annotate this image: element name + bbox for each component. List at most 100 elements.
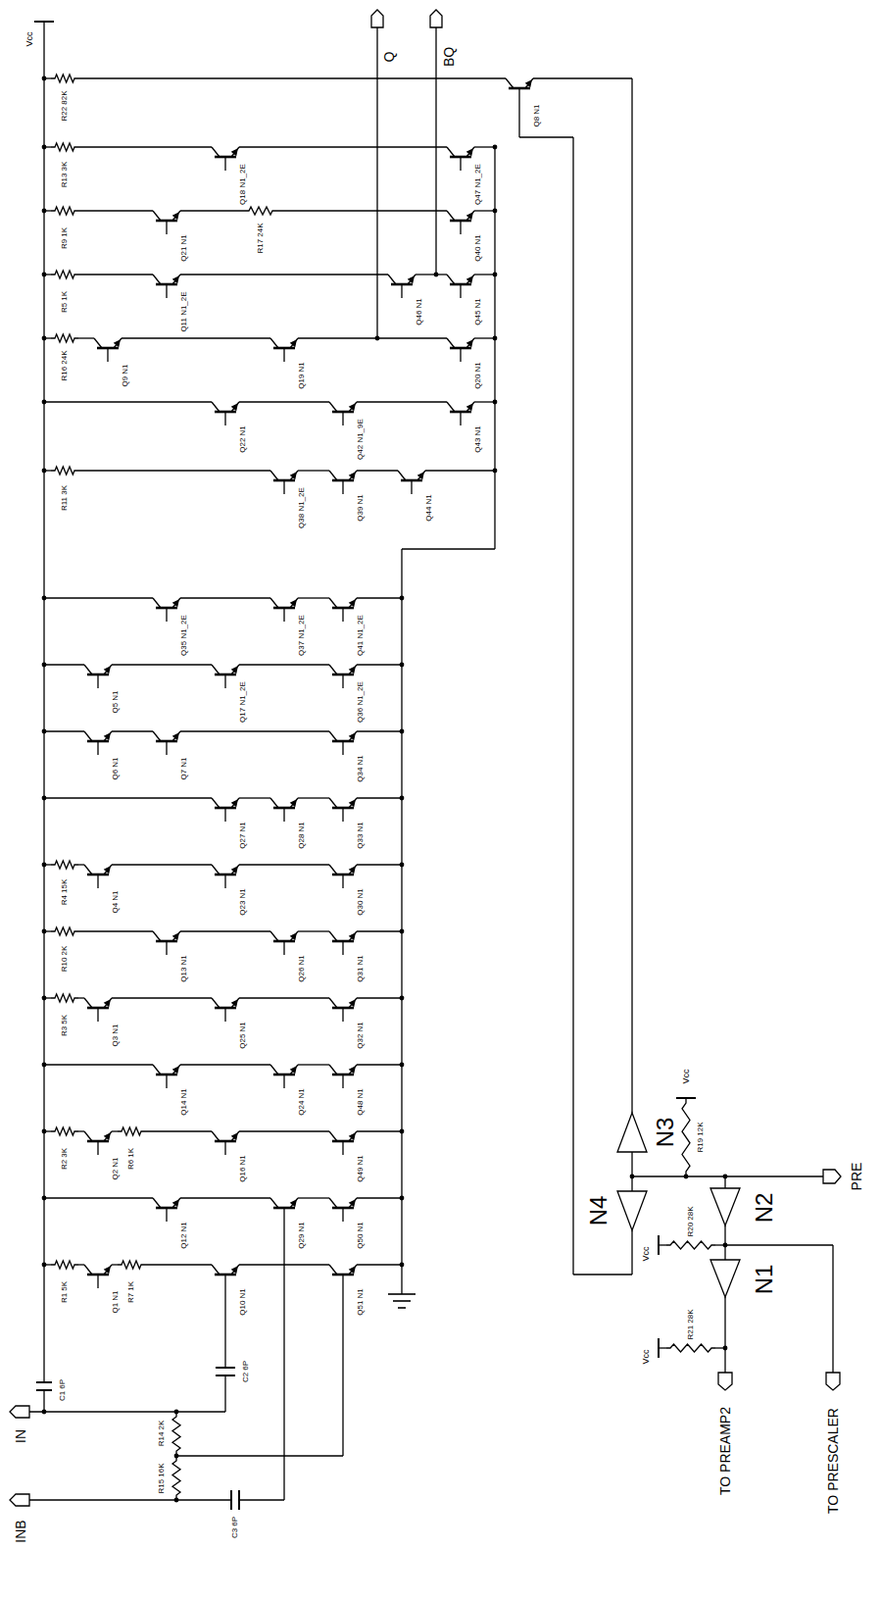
transistor-symbol <box>84 664 93 675</box>
transistor-arrow <box>173 1200 179 1206</box>
junction-dot <box>375 336 381 342</box>
transistor-symbol <box>290 930 298 941</box>
wire <box>224 1374 226 1412</box>
transistor-symbol <box>84 731 93 741</box>
transistor-symbol <box>211 664 220 675</box>
resistor-symbol <box>117 1126 146 1135</box>
transistor-symbol <box>283 607 285 622</box>
wire <box>631 1151 633 1176</box>
buffer-symbol <box>617 1190 647 1230</box>
resistor-label: R21 28K <box>686 1307 695 1340</box>
transistor-symbol <box>459 156 461 171</box>
transistor-symbol <box>165 1074 167 1088</box>
wire <box>78 1263 85 1265</box>
transistor-label: Q39 N1 <box>356 492 365 523</box>
transistor-symbol <box>348 864 357 875</box>
wire <box>224 1287 226 1368</box>
transistor-arrow <box>114 341 120 346</box>
transistor-symbol <box>459 347 461 362</box>
transistor-label: Q43 N1 <box>474 424 483 454</box>
wire <box>533 77 633 79</box>
transistor-symbol <box>103 997 112 1008</box>
wire <box>356 469 398 471</box>
transistor-arrow <box>349 734 355 739</box>
transistor-symbol <box>211 797 220 808</box>
transistor-symbol <box>348 731 357 741</box>
wire <box>239 146 447 147</box>
transistor-symbol <box>231 997 240 1008</box>
port-symbol <box>826 1371 840 1390</box>
transistor-symbol <box>466 338 475 348</box>
transistor-arrow <box>349 600 355 606</box>
transistor-arrow <box>104 1267 110 1273</box>
transistor-arrow <box>349 1000 355 1006</box>
transistor-symbol <box>329 664 338 675</box>
resistor-symbol <box>172 1411 181 1456</box>
transistor-symbol <box>231 1130 240 1141</box>
transistor-label: Q40 N1 <box>474 233 483 263</box>
wire <box>180 1063 271 1065</box>
transistor-arrow <box>232 1000 238 1006</box>
supply-label: Vcc <box>25 30 35 48</box>
transistor-symbol <box>172 274 181 285</box>
resistor-symbol <box>50 993 79 1002</box>
transistor-arrow <box>291 473 296 479</box>
transistor-label: Q31 N1 <box>356 953 365 983</box>
transistor-symbol <box>342 874 343 888</box>
wire <box>44 796 212 798</box>
wire <box>43 1389 45 1412</box>
transistor-symbol <box>342 1207 343 1222</box>
transistor-symbol <box>152 1064 161 1075</box>
junction-dot <box>492 272 498 278</box>
transistor-symbol <box>152 274 161 285</box>
transistor-label: Q50 N1 <box>356 1220 365 1250</box>
transistor-symbol <box>329 401 338 412</box>
transistor-symbol <box>152 210 161 221</box>
transistor-symbol <box>329 731 338 741</box>
wire <box>356 996 402 998</box>
transistor-label: Q38 N1_2E <box>297 486 306 530</box>
wire <box>78 996 85 998</box>
transistor-symbol <box>283 480 285 494</box>
transistor-label: Q21 N1 <box>180 233 189 263</box>
wire <box>356 1129 402 1131</box>
wire <box>78 863 85 865</box>
junction-dot <box>492 145 498 150</box>
transistor-label: Q23 N1 <box>239 886 247 917</box>
ground-symbol <box>397 1306 406 1309</box>
transistor-symbol <box>342 480 343 494</box>
transistor-arrow <box>173 933 179 939</box>
transistor-symbol <box>348 1264 357 1274</box>
wire <box>715 1346 726 1348</box>
buffer-symbol <box>710 1187 740 1225</box>
wire <box>356 1063 402 1065</box>
junction-dot <box>399 995 405 1001</box>
transistor-symbol <box>224 156 226 171</box>
wire <box>121 337 271 339</box>
transistor-symbol <box>342 1140 343 1155</box>
wire <box>632 1174 824 1176</box>
transistor-arrow <box>232 404 238 410</box>
resistor-label: R16 24K <box>60 348 69 382</box>
junction-dot <box>42 1195 48 1201</box>
transistor-symbol <box>211 1264 220 1274</box>
transistor-symbol <box>270 1197 279 1208</box>
transistor-label: Q7 N1 <box>180 755 189 781</box>
port-symbol <box>9 1493 30 1506</box>
wire <box>356 1196 402 1198</box>
transistor-symbol <box>84 1130 93 1141</box>
port-symbol <box>718 1371 733 1390</box>
resistor-label: R9 1K <box>60 226 69 250</box>
wire <box>44 663 85 665</box>
wire <box>78 1129 85 1131</box>
transistor-arrow <box>173 277 179 283</box>
wire <box>239 796 271 798</box>
wire <box>44 400 212 402</box>
wire <box>356 796 402 798</box>
wire <box>111 730 153 732</box>
junction-dot <box>492 336 498 342</box>
transistor-symbol <box>103 664 112 675</box>
wire <box>631 78 633 1113</box>
wire <box>631 1229 633 1274</box>
